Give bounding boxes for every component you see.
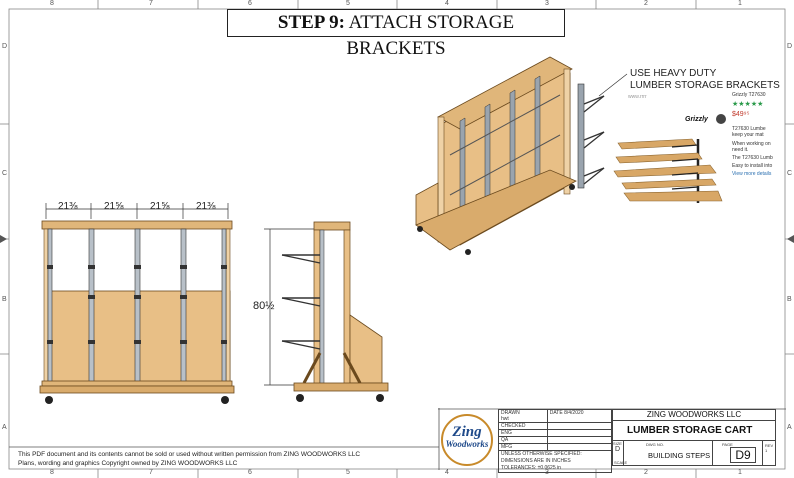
step-number: STEP 9: [277,12,345,33]
width-dimension: 21⅜ [196,201,216,212]
drawing-title: LUMBER STORAGE CART [612,421,776,441]
isometric-view-drawing [415,56,577,255]
logo-word: Woodworks [445,439,489,449]
shelf-product-image [613,138,723,203]
height-dimension: 80½ [253,300,275,312]
drawn-by: hwt [501,416,509,422]
rev-label: REV [765,443,774,448]
ad-brand-logo: Grizzly [685,116,708,123]
logo-word: Zing [452,424,482,440]
ad-description: T27630 Lumbe [732,126,766,132]
company-name: ZING WOODWORKS LLC [612,409,776,421]
zone-label: B [2,296,7,303]
zone-label: 5 [346,469,350,476]
zone-label: D [2,43,8,50]
drawing-info-row [612,441,776,466]
ad-description: Easy to install into [732,163,773,169]
tolerance-cell: UNLESS OTHERWISE SPECIFIED: DIMENSIONS A… [498,450,612,473]
zone-label: 6 [248,469,252,476]
date-label: DATE [549,410,563,416]
zone-label: 3 [545,469,549,476]
callout-note: USE HEAVY DUTY LUMBER STORAGE BRACKETS [630,68,780,92]
zone-label: 7 [149,469,153,476]
zone-label: 8 [50,469,54,476]
zone-label: A [2,424,7,431]
zone-label: 6 [248,0,252,7]
approval-cell [546,422,613,430]
cell-divider [762,441,763,466]
dwg-label: DWG NO. [646,442,664,447]
width-dimension: 21⅝ [104,201,124,212]
tolerance-line: DIMENSIONS ARE IN INCHES [501,458,571,464]
size-label: SIZE [613,441,622,446]
approval-cell: DATE 8/4/2020 [546,409,613,423]
zone-label: 2 [644,0,648,7]
page-number: D9 [730,447,756,463]
zone-label: 1 [738,0,742,7]
size-value: D [614,446,621,453]
copyright-notice: This PDF document and its contents canno… [18,450,438,468]
ad-small-label: www.rrrr [628,94,647,100]
zone-label: 1 [738,469,742,476]
page-title: STEP 9: ATTACH STORAGE BRACKETS [227,9,565,59]
cell-divider [712,441,713,466]
callout-line: LUMBER STORAGE BRACKETS [630,80,780,91]
approval-cell: ENG [498,429,548,437]
zone-label: 2 [644,469,648,476]
zone-label: B [787,296,792,303]
width-dimension: 21⅝ [150,201,170,212]
callout-leader-line [598,73,628,97]
drawn-label: DRAWN [501,410,520,416]
tolerance-line: TOLERANCES: ±0.0625 in [501,465,561,471]
ad-description: The T27630 Lumb [732,155,773,161]
approval-cell: MFG [498,443,548,451]
ad-description: When working on [732,141,771,147]
zone-label: 4 [445,469,449,476]
zone-label: 3 [545,0,549,7]
zone-label: 8 [50,0,54,7]
company-logo: Zing Woodworks [441,414,493,466]
page-label: PAGE [722,442,733,447]
rev-cell: REV 1 [765,443,773,453]
ad-price: $49⁹⁵ [732,111,750,118]
zone-label: 7 [149,0,153,7]
ad-description: keep your mat [732,132,764,138]
approval-cell [546,436,613,444]
tolerance-line: UNLESS OTHERWISE SPECIFIED: [501,451,582,457]
size-cell: SIZE D [612,441,624,466]
copyright-line: This PDF document and its contents canno… [18,451,361,458]
front-view-drawing [39,203,235,404]
zone-label: C [787,170,793,177]
approval-cell: CHECKED [498,422,548,430]
ad-more-link[interactable]: View more details [732,171,772,177]
approval-cell [546,429,613,437]
ad-brand-icon [716,114,726,124]
approval-cell [546,443,613,451]
zone-label: A [787,424,792,431]
zone-label: 4 [445,0,449,7]
bracket-drawing [577,83,605,189]
date-value: 8/4/2020 [564,410,584,416]
step-title: ATTACH STORAGE BRACKETS [346,12,515,59]
zone-label: D [787,43,793,50]
zone-label: C [2,170,8,177]
approval-cell: QA [498,436,548,444]
callout-line: USE HEAVY DUTY [630,68,717,79]
ad-description: need it. [732,147,749,153]
zone-label: 5 [346,0,350,7]
width-dimension: 21⅜ [58,201,78,212]
copyright-line: Plans, wording and graphics Copyright ow… [18,460,238,467]
ad-product-title: Grizzly T27630 [732,92,766,98]
ad-rating: ★★★★★ [732,101,764,108]
product-ad: Grizzly T27630 ★★★★★ $49⁹⁵ T27630 Lumbe … [732,92,777,177]
copyright-divider [9,446,439,448]
dwg-number: BUILDING STEPS [648,451,711,460]
scale-label: SCALE [614,460,628,465]
rev-value: 1 [765,448,768,453]
side-view-drawing [264,221,389,402]
